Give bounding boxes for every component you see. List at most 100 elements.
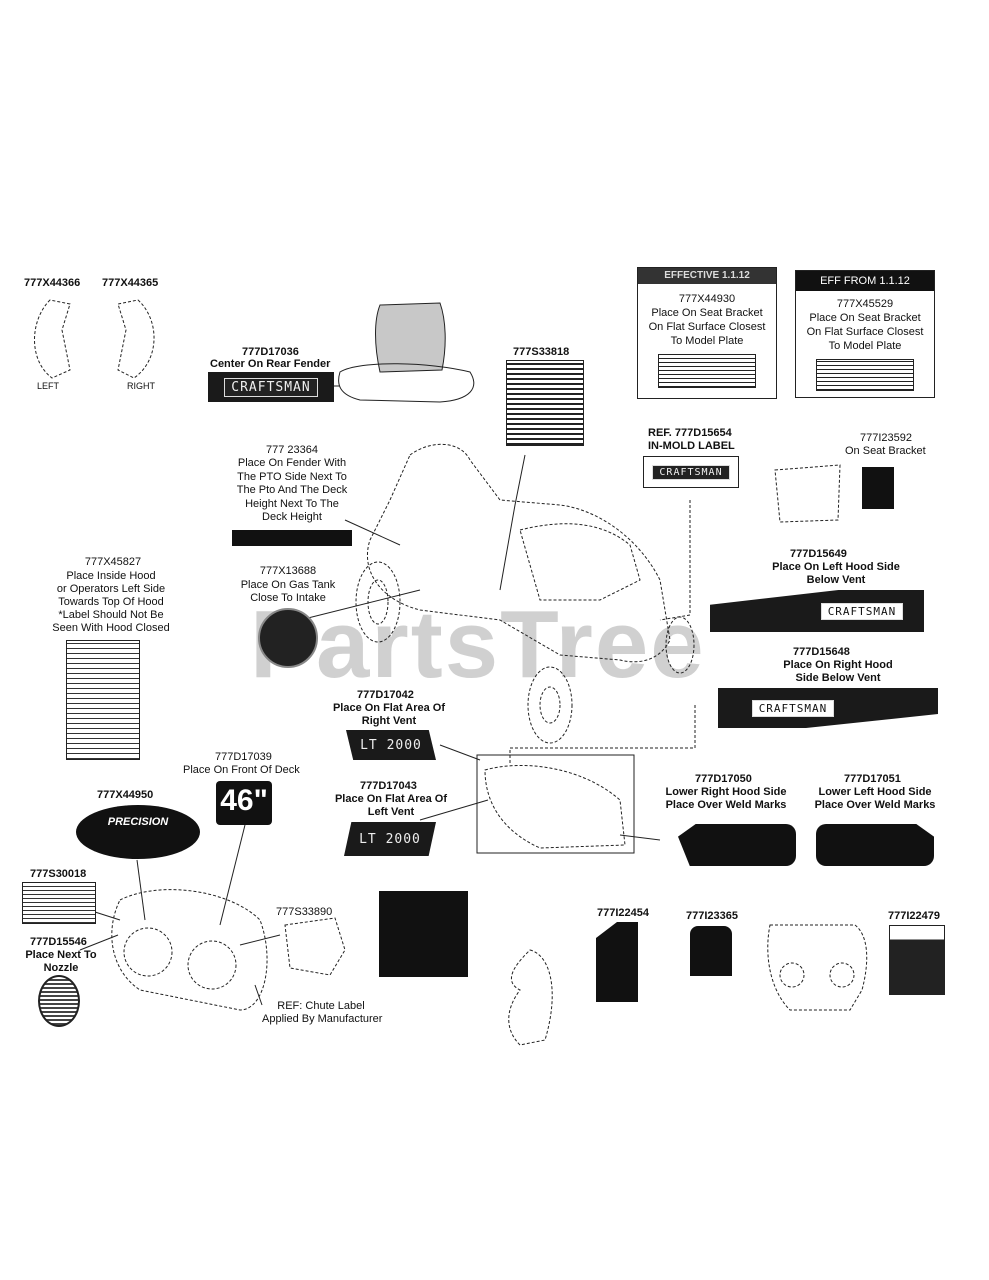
right-label: RIGHT (127, 381, 155, 391)
x13688-line2: Close To Intake (250, 592, 326, 604)
d17043-line1: Place On Flat Area Of (334, 793, 448, 805)
part-number-777d15648: 777D15648 (793, 646, 850, 658)
part-number-777d17051: 777D17051 (844, 773, 901, 785)
gas-tank-warning-icon (258, 608, 318, 668)
part-number-777s33818: 777S33818 (513, 346, 570, 358)
part-number-777x45529: 777X45529 (836, 298, 894, 310)
part-number-777d17050: 777D17050 (695, 773, 752, 785)
desc-777d17036: Center On Rear Fender (210, 358, 331, 370)
x23364-line1: Place On Fender With (237, 457, 347, 469)
lt2000-left-text: LT 2000 (359, 831, 421, 847)
watermark: PartsTree (250, 591, 706, 698)
d15648-line2: Side Below Vent (795, 672, 881, 684)
d15546-line2: Nozzle (43, 962, 79, 974)
d15648-line1: Place On Right Hood (783, 659, 893, 671)
x45827-line1: Place Inside Hood (66, 570, 156, 582)
seat-bracket-label-icon (862, 467, 894, 509)
desc-777d17039: Place On Front Of Deck (183, 764, 300, 776)
part-number-777-23364: 777 23364 (266, 444, 318, 456)
x45827-line4: *Label Should Not Be (58, 609, 164, 621)
right-hood-craftsman-text: CRAFTSMAN (751, 699, 835, 717)
in-mold-craftsman-decal: CRAFTSMAN (643, 456, 739, 488)
right-hood-side-decal: CRAFTSMAN (718, 688, 938, 728)
ref-777d15654: REF. 777D15654 (648, 427, 732, 439)
x44930-line3: To Model Plate (670, 335, 744, 347)
lower-right-hood-decal (678, 824, 796, 866)
chute-line1: REF: Chute Label (277, 1000, 365, 1012)
part-number-777x44365: 777X44365 (102, 277, 159, 289)
x45827-line5: Seen With Hood Closed (52, 622, 170, 634)
d17051-line2: Place Over Weld Marks (814, 799, 936, 811)
deck-size-decal: 46" (216, 781, 272, 825)
part-number-777d17036: 777D17036 (242, 346, 299, 358)
d17043-line2: Left Vent (367, 806, 415, 818)
box-777x44930: EFFECTIVE 1.1.12 777X44930 Place On Seat… (637, 267, 777, 399)
part-number-777d17042: 777D17042 (357, 689, 414, 701)
part-number-777x44950: 777X44950 (97, 789, 154, 801)
part-number-777i22479: 777I22479 (888, 910, 940, 922)
lower-left-hood-decal (816, 824, 934, 866)
part-number-777i23365: 777I23365 (686, 910, 738, 922)
dash-decal-777i22479 (889, 925, 945, 995)
throttle-decal-777i23365 (690, 926, 732, 976)
x23364-line2: The PTO Side Next To (237, 470, 347, 483)
part-number-777d17039: 777D17039 (215, 751, 272, 763)
pto-deck-height-strip (232, 530, 352, 546)
part-number-777x13688: 777X13688 (259, 565, 317, 577)
part-number-777x44930: 777X44930 (678, 293, 736, 305)
hood-info-table-label (66, 640, 140, 760)
d17051-line1: Lower Left Hood Side (818, 786, 932, 798)
lt2000-left-vent-decal: LT 2000 (344, 822, 436, 856)
d15649-line1: Place On Left Hood Side (772, 561, 900, 573)
precision-cut-oval-decal: PRECISION (76, 805, 200, 859)
x45827-line3: Towards Top Of Hood (58, 596, 164, 608)
left-label: LEFT (37, 381, 60, 391)
lever-decal-777i22454 (596, 922, 638, 1002)
part-number-777s30018: 777S30018 (30, 868, 87, 880)
lt2000-right-vent-decal: LT 2000 (346, 730, 436, 760)
x23364-line3: The Pto And The Deck (236, 484, 348, 496)
nozzle-oval-label (38, 975, 80, 1027)
x23364-line5: Deck Height (262, 511, 322, 523)
chute-warning-photo (379, 891, 468, 977)
d17050-line2: Place Over Weld Marks (665, 799, 787, 811)
left-hood-craftsman-text: CRAFTSMAN (820, 602, 904, 620)
x44930-line1: Place On Seat Bracket (651, 307, 763, 319)
x44930-line2: On Flat Surface Closest (648, 321, 766, 333)
craftsman-text: CRAFTSMAN (224, 377, 318, 397)
x45827-line2: or Operators Left Side (56, 583, 166, 595)
x45529-line2: On Flat Surface Closest (806, 326, 924, 338)
desc-777i23592: On Seat Bracket (845, 445, 926, 457)
d15546-line1: Place Next To (25, 949, 97, 961)
effective-header: EFFECTIVE 1.1.12 (638, 268, 776, 284)
x45529-line3: To Model Plate (828, 340, 902, 352)
part-number-777d15649: 777D15649 (790, 548, 847, 560)
part-number-777i23592: 777I23592 (860, 432, 912, 444)
x13688-line1: Place On Gas Tank (240, 579, 336, 591)
part-number-777i22454: 777I22454 (597, 907, 649, 919)
deck-warning-label (22, 882, 96, 924)
x45529-line1: Place On Seat Bracket (809, 312, 921, 324)
craftsman-decal-rear-fender: CRAFTSMAN (208, 372, 334, 402)
d17042-line2: Right Vent (361, 715, 417, 727)
left-hood-side-decal: CRAFTSMAN (710, 590, 924, 632)
part-number-777d17043: 777D17043 (360, 780, 417, 792)
lt2000-right-text: LT 2000 (360, 737, 422, 753)
x23364-line4: Height Next To The (245, 497, 339, 510)
part-number-777x44366: 777X44366 (24, 277, 81, 289)
part-number-777d15546: 777D15546 (30, 936, 87, 948)
d17050-line1: Lower Right Hood Side (665, 786, 787, 798)
d17042-line1: Place On Flat Area Of (332, 702, 446, 714)
warning-label-777s33818 (506, 360, 584, 446)
model-plate-thumbnail-2 (816, 359, 914, 391)
box-777x45529: EFF FROM 1.1.12 777X45529 Place On Seat … (795, 270, 935, 398)
in-mold-craftsman-text: CRAFTSMAN (652, 464, 730, 480)
chute-line2: Applied By Manufacturer (262, 1013, 383, 1025)
in-mold-label: IN-MOLD LABEL (648, 440, 735, 452)
eff-from-header: EFF FROM 1.1.12 (796, 271, 934, 291)
model-plate-thumbnail (658, 354, 756, 388)
part-number-777x45827: 777X45827 (84, 556, 142, 568)
d15649-line2: Below Vent (806, 574, 866, 586)
